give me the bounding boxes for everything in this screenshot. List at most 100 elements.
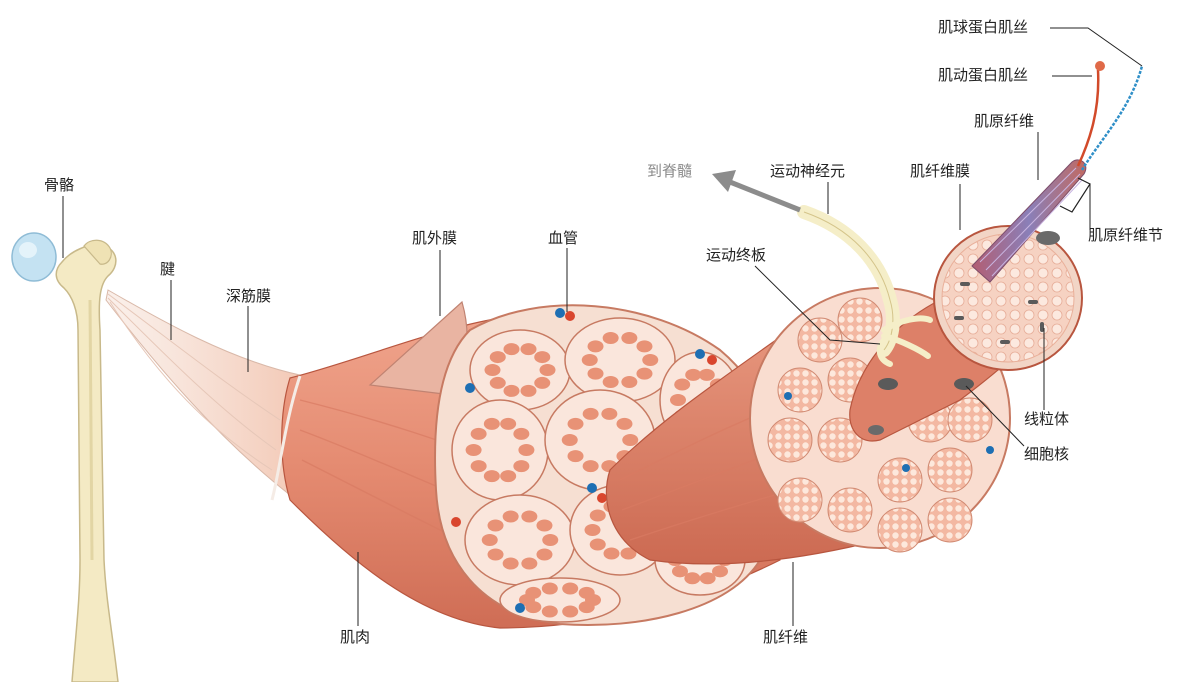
muscle-fiber-section (589, 509, 606, 522)
muscle-fiber-section (589, 538, 606, 551)
myofibril (971, 159, 1087, 283)
label-myofibril: 肌原纤维 (974, 112, 1035, 130)
muscle-fiber-section (562, 605, 579, 618)
muscle-fiber-section (465, 444, 482, 456)
fiber-bundle-section (927, 447, 973, 493)
muscle-fiber-section (621, 375, 638, 388)
muscle-fiber-section (670, 394, 686, 406)
muscle-fiber-section (502, 510, 519, 523)
muscle-fiber-section (587, 340, 604, 353)
label-muscle-fiber: 肌纤维 (763, 628, 809, 646)
muscle-fiber-section (642, 354, 659, 366)
muscle-fiber-section (561, 434, 578, 446)
label-mitochondria: 线粒体 (1024, 410, 1070, 428)
tendon-fibers (107, 293, 281, 471)
muscle-fiber-section (520, 384, 537, 397)
muscle-fiber-section (685, 368, 702, 381)
muscle-fiber-section (483, 417, 500, 430)
myosin-filament (1080, 65, 1144, 171)
label-epimysium: 肌外膜 (412, 229, 458, 247)
deep-fascia (270, 375, 302, 501)
muscle-fiber-section (503, 343, 520, 356)
sarcomere-bracket (1059, 177, 1091, 213)
muscle-fiber-section (582, 460, 599, 473)
muscle-fiber-section (578, 601, 595, 614)
label-bone: 骨骼 (44, 176, 75, 194)
fiber-bundle-section (927, 497, 973, 543)
muscle-fiber-section (699, 572, 716, 585)
muscle-fiber-section (536, 519, 553, 532)
to-spinal-cord-arrow (729, 179, 801, 213)
muscle-fiber-section (489, 351, 506, 364)
muscle-fiber-section (541, 582, 558, 595)
muscle-fiber-section (578, 586, 595, 599)
label-myosin-filament: 肌球蛋白肌丝 (938, 18, 1029, 36)
muscle-fiber-section (602, 332, 619, 345)
muscle-fiber-section (470, 460, 487, 473)
muscle-fiber-section (622, 434, 639, 446)
fiber-bundle-section (837, 297, 883, 343)
fiber-bundle-section (877, 457, 923, 503)
label-motor-neuron: 运动神经元 (770, 162, 846, 180)
blood-vessel (587, 483, 597, 493)
mitochondrion (1040, 322, 1044, 332)
blood-vessel (695, 349, 705, 359)
blood-vessel (465, 383, 475, 393)
fascicle (464, 494, 576, 586)
capillary (986, 446, 994, 454)
capillary (784, 392, 792, 400)
muscle-fiber-section (712, 565, 729, 578)
blood-vessel (451, 517, 461, 527)
fiber-nuclei (868, 378, 974, 435)
mitochondrion (1000, 340, 1010, 344)
femur-bone (55, 239, 119, 683)
label-muscle: 肌肉 (340, 628, 371, 646)
blood-vessel (707, 355, 717, 365)
fiber-bundle-section (877, 507, 923, 553)
label-sarcomere: 肌原纤维节 (1088, 226, 1164, 244)
muscle-fiber-section (674, 378, 691, 391)
muscle-fiber-section (587, 367, 604, 380)
fiber-bundle-section (947, 397, 993, 443)
fiber-bundle-section (817, 417, 863, 463)
muscle-fiber-section (601, 407, 618, 420)
muscle-fiber-section (503, 384, 520, 397)
fiber-bundle-section (777, 367, 823, 413)
muscle-fiber-section (581, 354, 598, 366)
motor-end-plate (876, 315, 933, 367)
label-tendon: 腱 (160, 260, 176, 278)
actin-end (1095, 61, 1105, 71)
blood-vessel (555, 308, 565, 318)
muscle-fiber-section (500, 470, 517, 483)
muscle-fiber-section (536, 548, 553, 561)
fiber-bundle-section (767, 417, 813, 463)
fascicle (499, 577, 621, 623)
muscle-fiber-section (620, 547, 637, 560)
cartilage-highlight (19, 242, 37, 258)
mitochondrion (960, 282, 970, 286)
cartilage-head (11, 232, 57, 282)
label-blood-vessel: 血管 (548, 229, 579, 247)
tendon (105, 289, 301, 496)
fiber-bundle-section (827, 487, 873, 533)
label-sarcolemma: 肌纤维膜 (910, 162, 971, 180)
muscle-fiber-section (671, 565, 688, 578)
muscle-fiber-section (603, 547, 620, 560)
blood-vessel (565, 311, 575, 321)
fascicle (564, 317, 676, 403)
label-actin-filament: 肌动蛋白肌丝 (938, 66, 1029, 84)
blood-vessel (597, 493, 607, 503)
muscle-fiber-section (484, 364, 501, 376)
mitochondrion (954, 316, 964, 320)
nucleus-in-fiber (1036, 231, 1060, 245)
muscle-fiber-section (489, 376, 506, 389)
muscle-fiber-section (584, 524, 601, 536)
muscle-fiber-section (502, 557, 519, 570)
muscle-fiber-section (541, 605, 558, 618)
muscle-fiber-section (521, 557, 538, 570)
label-to-spinal-cord: 到脊髓 (647, 162, 693, 180)
fiber-bundle-section (777, 477, 823, 523)
leader-lines (62, 27, 1143, 626)
